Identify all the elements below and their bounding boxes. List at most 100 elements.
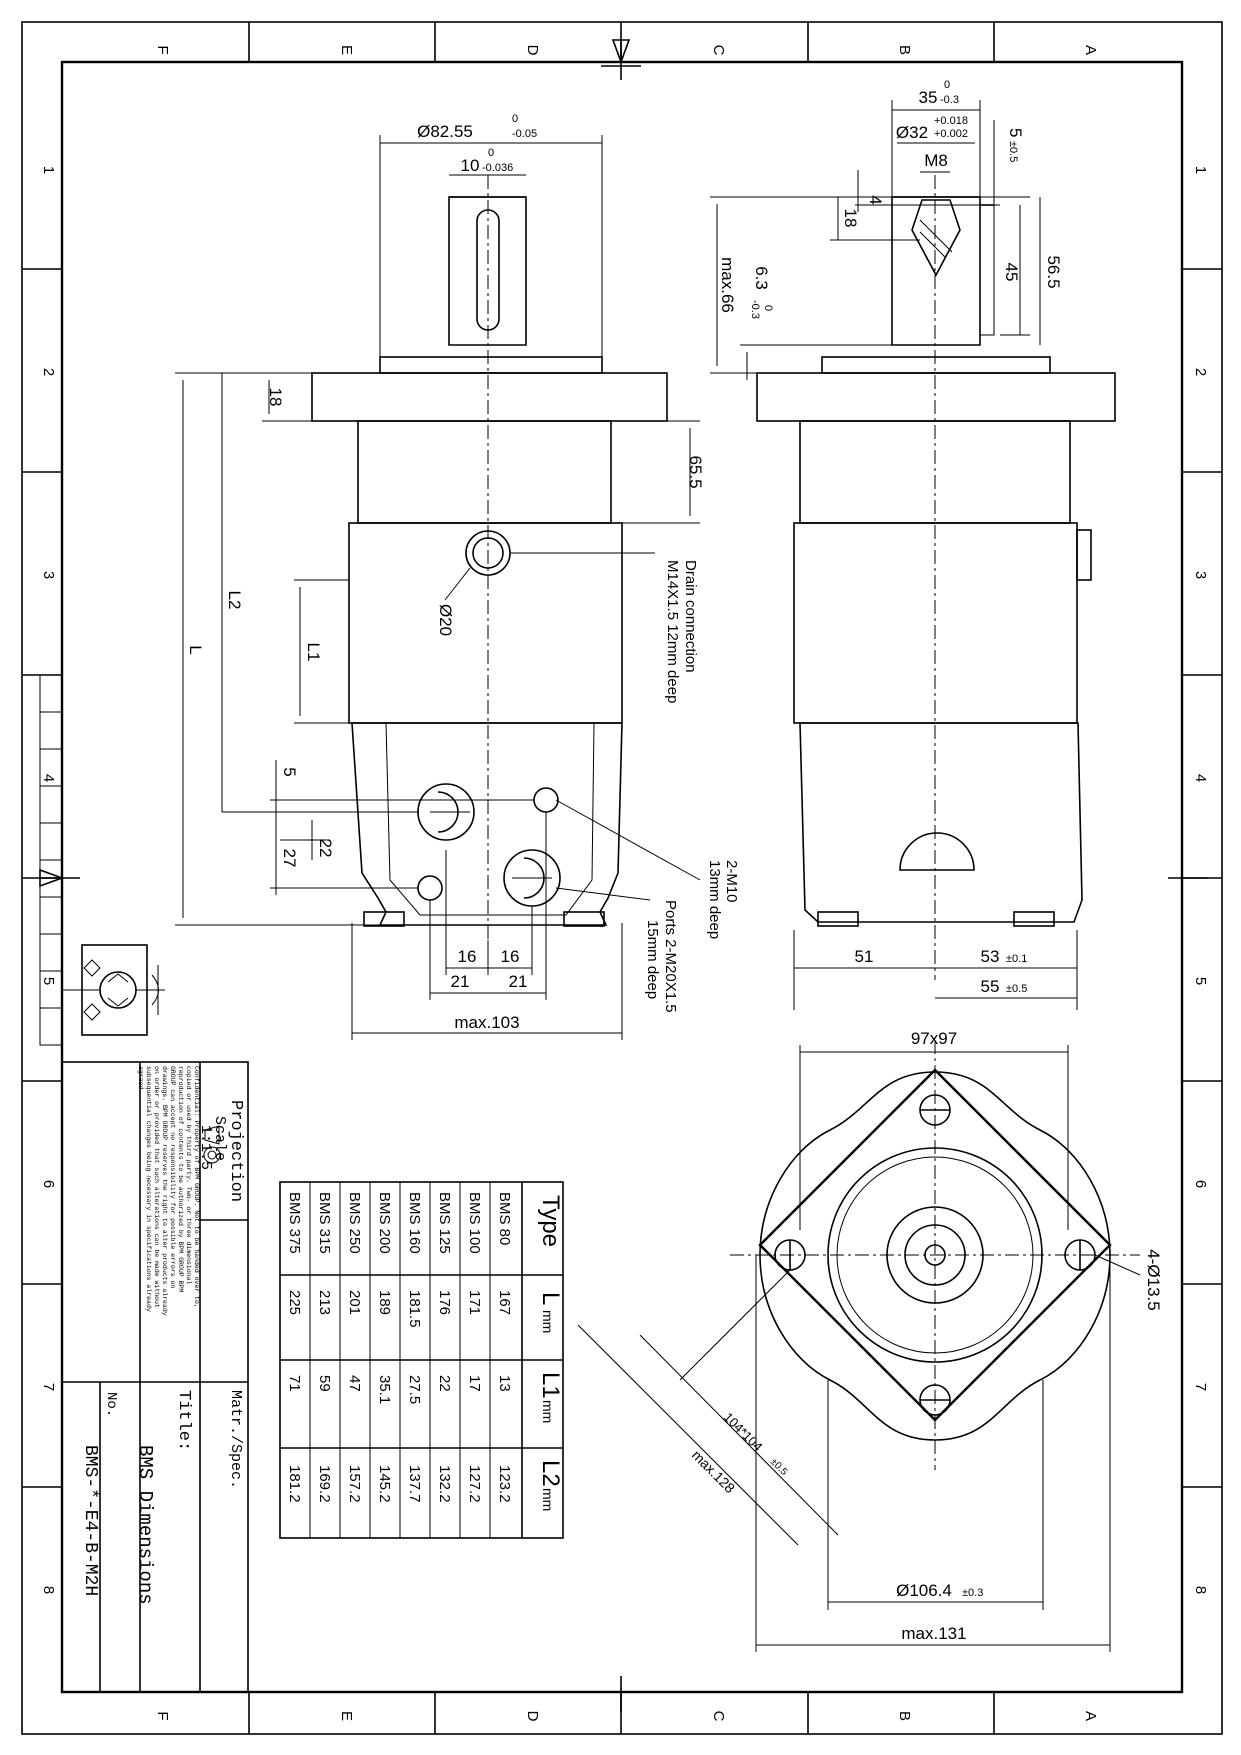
dim-max66: max.66	[718, 257, 737, 313]
border-number: 1	[1192, 166, 1209, 174]
dim-m8: M8	[924, 151, 948, 170]
border-number: 3	[1192, 571, 1209, 579]
border-letter: C	[710, 45, 727, 56]
side-view	[756, 175, 1116, 980]
table-cell: 157.2	[346, 1465, 363, 1503]
dim-21b: 21	[509, 972, 528, 991]
table-row: BMS 250 201 47 157.2	[346, 1192, 363, 1503]
dim-106: Ø106.4	[896, 1581, 952, 1600]
front-view	[311, 175, 668, 940]
side-view-dimensions	[710, 100, 1078, 1010]
border-letter: B	[896, 1711, 913, 1721]
table-cell: 145.2	[376, 1465, 393, 1503]
table-row: BMS 315 213 59 169.2	[316, 1192, 333, 1503]
front-view-labels: Ø82.55 0 -0.05 10 0 -0.036 18 65.5 L2 L …	[186, 113, 740, 1032]
table-cell: BMS 200	[376, 1192, 393, 1254]
confidential-line: reproduction of contents to be authorize…	[177, 1066, 184, 1292]
confidential-line: GROUP can accept no responsibility for p…	[169, 1066, 176, 1288]
dim-55: 55	[981, 977, 1000, 996]
side-view-labels: 35 0 -0.3 Ø32 +0.018 +0.002 M8 5 ±0.5 4 …	[718, 79, 1063, 996]
dim-key-tol-lo: -0.036	[482, 162, 513, 174]
dim-27: 27	[280, 849, 299, 868]
hydraulic-symbol	[62, 944, 165, 1036]
dim-L: L	[186, 645, 205, 654]
border-number: 3	[40, 571, 57, 579]
number-value: BMS-*-E4-B-M2H	[80, 1445, 100, 1596]
dim-16b: 16	[501, 947, 520, 966]
table-cell: 127.2	[466, 1465, 483, 1503]
confidential-line: drawings. BPM GROUP reserves the right t…	[161, 1066, 168, 1316]
border-number: 8	[1192, 1586, 1209, 1594]
scale-value: 1:1.5	[197, 1125, 214, 1170]
dim-L2: L2	[225, 591, 244, 610]
table-cell: 189	[376, 1290, 393, 1315]
border-letter: B	[896, 45, 913, 55]
title-value: BMS Dimensions	[134, 1445, 156, 1605]
border-letter: D	[524, 1711, 541, 1722]
m10-note-1: 2-M10	[723, 860, 740, 903]
border-number: 1	[40, 166, 57, 174]
dim-od-tol-up: 0	[512, 113, 518, 125]
table-cell: 181.5	[406, 1290, 423, 1328]
dim-4: 4	[866, 195, 885, 204]
table-cell: 13	[496, 1375, 513, 1392]
border-letter: D	[524, 45, 541, 56]
table-cell: BMS 250	[346, 1192, 363, 1254]
dim-max103: max.103	[454, 1013, 519, 1032]
dim-45: 45	[1002, 263, 1021, 282]
dim-16a: 16	[458, 947, 477, 966]
table-row: BMS 80 167 13 123.2	[496, 1192, 513, 1503]
confidential-line: agreed.	[137, 1066, 144, 1093]
flange-view	[730, 1040, 1140, 1470]
dim-53-tol: ±0.1	[1006, 953, 1027, 965]
dim-5: 5	[280, 767, 299, 776]
table-row: BMS 160 181.5 27.5 137.7	[406, 1192, 423, 1503]
material-label: Matr./Spec.	[227, 1390, 244, 1489]
dim-L1: L1	[304, 643, 323, 662]
dim-65-5: 65.5	[686, 455, 705, 488]
border-number: 8	[40, 1586, 57, 1594]
confidential-line: on order or provided that such alteratio…	[153, 1066, 160, 1308]
table-cell: BMS 375	[286, 1192, 303, 1254]
ports-note-2: 15mm deep	[644, 920, 661, 999]
dim-diag: 104*104	[721, 1409, 766, 1454]
border-number: 5	[1192, 977, 1209, 985]
m10-note-2: 13mm deep	[706, 860, 723, 939]
table-cell: 137.7	[406, 1465, 423, 1503]
dim-od: Ø82.55	[417, 122, 473, 141]
table-cell: 176	[436, 1290, 453, 1315]
dim-holes: 4-Ø13.5	[1144, 1249, 1163, 1310]
drain-note-2: M14X1.5 12mm deep	[664, 560, 681, 703]
table-cell: 181.2	[286, 1465, 303, 1503]
table-header-type: Type	[537, 1195, 564, 1247]
number-label: No.	[103, 1392, 119, 1417]
table-cell: BMS 315	[316, 1192, 333, 1254]
dim-18: 18	[841, 209, 860, 228]
table-row: BMS 100 171 17 127.2	[466, 1192, 483, 1503]
dim-5-tol: ±0.5	[1007, 141, 1019, 162]
dim-51: 51	[855, 947, 874, 966]
table-cell: 201	[346, 1290, 363, 1315]
table-cell: BMS 160	[406, 1192, 423, 1254]
dim-35-tol-lo: -0.3	[940, 94, 959, 106]
border-letter: F	[154, 1711, 171, 1720]
dim-32-tol-lo: +0.002	[934, 128, 968, 140]
dim-21a: 21	[451, 972, 470, 991]
front-view-dimensions	[175, 135, 701, 1040]
table-cell: 225	[286, 1290, 303, 1315]
border-letter: A	[1082, 45, 1099, 55]
border-numbers-right: 1 2 3 4 5 6 7 8	[1192, 166, 1209, 1594]
border-numbers-left: 1 2 3 4 5 6 7 8	[40, 166, 57, 1594]
dim-6-3-tol-up: 0	[762, 305, 774, 311]
border-number: 7	[1192, 1383, 1209, 1391]
border-number: 5	[40, 977, 57, 985]
confidential-line: Confidential: Property of BPM GROUP. Not…	[193, 1066, 200, 1308]
table-header-L-unit: mm	[540, 1310, 556, 1333]
dim-key-tol-up: 0	[488, 147, 494, 159]
dim-6-3-tol-lo: -0.3	[749, 300, 761, 319]
dim-od-tol-lo: -0.05	[512, 128, 537, 140]
border-number: 2	[40, 368, 57, 376]
confidential-line: copied or used by third party. Two- or t…	[185, 1066, 192, 1285]
dim-55-tol: ±0.5	[1006, 983, 1027, 995]
